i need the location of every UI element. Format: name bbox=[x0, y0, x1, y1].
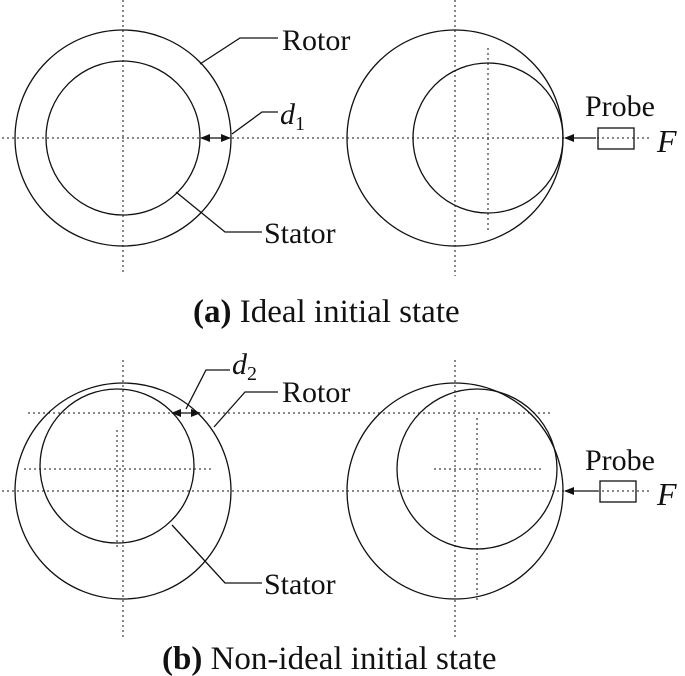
panel-a-gap-leader bbox=[231, 111, 278, 135]
panel-a-caption: (a) Ideal initial state bbox=[193, 294, 460, 330]
panel-a: d1 Rotor Stator Probe F (a) Ideal initia… bbox=[2, 0, 677, 330]
panel-a-left-rotor-circle bbox=[14, 29, 232, 247]
panel-a-right-stator-circle bbox=[412, 62, 564, 214]
panel-a-stator-leader bbox=[175, 191, 262, 233]
panel-b-force-label: F bbox=[656, 476, 677, 512]
panel-b-left-stator-circle bbox=[39, 388, 195, 544]
panel-a-gap-label: d1 bbox=[280, 98, 305, 135]
panel-b-gap-label: d2 bbox=[232, 348, 257, 385]
panel-b-right-stator-circle bbox=[396, 388, 558, 550]
panel-b: d2 Rotor Stator Probe F (b) Non-ideal in… bbox=[2, 348, 677, 676]
panel-b-right-rotor-circle bbox=[346, 382, 564, 600]
panel-a-right-rotor-circle bbox=[346, 29, 564, 247]
panel-b-caption: (b) Non-ideal initial state bbox=[162, 641, 497, 676]
panel-b-rotor-label: Rotor bbox=[282, 376, 350, 409]
panel-b-gap-leader bbox=[185, 369, 230, 410]
panel-a-force-label: F bbox=[656, 123, 677, 159]
panel-b-probe-box bbox=[599, 480, 637, 503]
panel-a-rotor-label: Rotor bbox=[282, 24, 350, 57]
panel-b-left-rotor-circle bbox=[14, 382, 232, 600]
panel-b-rotor-leader bbox=[213, 391, 278, 428]
panel-a-probe-label: Probe bbox=[585, 90, 655, 123]
panel-b-stator-label: Stator bbox=[264, 568, 336, 601]
panel-a-probe-box bbox=[597, 127, 635, 150]
panel-b-probe-label: Probe bbox=[585, 444, 655, 477]
panel-a-stator-label: Stator bbox=[264, 217, 336, 250]
panel-a-rotor-leader bbox=[199, 37, 278, 65]
panel-b-stator-leader bbox=[171, 524, 262, 584]
